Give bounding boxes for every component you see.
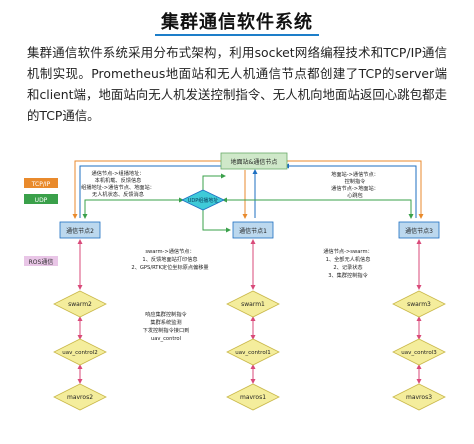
legend-udp-label: UDP [35, 197, 48, 204]
udp-link-node3 [222, 197, 414, 219]
legend-udp-swatch [24, 194, 58, 204]
note-right-top-4: 心跳包 [347, 191, 363, 199]
note-center-low-1: 响应集群控制指令 [145, 310, 187, 318]
mavros1-label: mavros1 [240, 394, 266, 401]
ground-station-label: 地面站&通信节点 [231, 158, 278, 166]
note-center-low-2: 集群系统监测 [150, 318, 181, 326]
legend-tcp-swatch [24, 178, 58, 188]
ctrl3-diamond [392, 338, 446, 366]
tcp-link-ground-node3 [285, 160, 424, 219]
note-right-mid-2: 1、全部无人机信息 [326, 255, 371, 263]
node3-label: 通信节点3 [405, 227, 433, 235]
swarm2-label: swarm2 [68, 301, 92, 308]
note-center-low-4: uav_control [151, 336, 181, 342]
note-left-top-4: 无人机状态、反馈消息 [92, 190, 144, 198]
swarm1-label: swarm1 [241, 301, 265, 308]
ctrl3-label: uav_control3 [401, 350, 437, 356]
note-right-top-1: 地面站->通信节点： [331, 170, 379, 178]
note-center-mid-2: 1、反馈地面站打印信息 [142, 255, 197, 263]
swarm3-diamond [392, 290, 446, 318]
note-center-mid-3: 2、GPS/RTK定位坐标原点偏移量 [131, 263, 208, 271]
mavros2-label: mavros2 [67, 394, 93, 401]
ctrl2-diamond [53, 338, 107, 366]
mavros3-label: mavros3 [406, 394, 432, 401]
legend-tcp-label: TCP/IP [31, 181, 51, 188]
annotations: 通信节点->组播地址： 本机机载、反馈信息 组播地址->通信节点、地面站： 无人… [81, 169, 379, 342]
node2-label: 通信节点2 [66, 227, 94, 235]
udp-link-node2 [82, 197, 184, 219]
return-link-node3-ground [284, 163, 417, 218]
ros-links [77, 239, 422, 384]
node2-box [59, 221, 101, 239]
title-underline [155, 34, 319, 36]
swarm3-label: swarm3 [407, 301, 431, 308]
ctrl2-label: uav_control2 [62, 350, 97, 356]
node1-box [232, 221, 274, 239]
intro-paragraph: 集群通信软件系统采用分布式架构，利用socket网络编程技术和TCP/IP通信机… [27, 45, 447, 123]
mavros1-diamond [226, 383, 280, 411]
note-right-top-2: 控制指令 [345, 177, 367, 185]
node1-label: 通信节点1 [239, 227, 267, 235]
note-left-top-3: 组播地址->通信节点、地面站： [81, 183, 155, 191]
note-left-top-1: 通信节点->组播地址： [92, 169, 145, 177]
legend-ros-swatch [24, 256, 58, 266]
note-right-mid-1: 通信节点->swarm： [323, 247, 372, 255]
note-right-top-3: 通信节点->地面站： [331, 184, 379, 192]
legend: TCP/IP UDP ROS通信 [24, 178, 58, 266]
ctrl1-diamond [226, 338, 280, 366]
note-center-low-3: 下发控制指令接口到 [143, 326, 190, 334]
udp-multicast-diamond [181, 189, 225, 211]
note-center-mid-1: swarm->通信节点： [145, 247, 194, 255]
ctrl1-label: uav_control1 [235, 350, 270, 356]
note-right-mid-4: 3、集群控制指令 [328, 271, 368, 279]
tcp-link-ground-node2 [72, 160, 225, 219]
return-link-node2-ground [79, 163, 226, 218]
udp-link-ground [202, 173, 226, 190]
note-right-mid-3: 2、记录状态 [333, 263, 362, 271]
page-title: 集群通信软件系统 [161, 12, 313, 33]
mavros2-diamond [53, 383, 107, 411]
legend-ros-label: ROS通信 [29, 258, 54, 266]
note-left-top-2: 本机机载、反馈信息 [95, 176, 142, 184]
udp-links [82, 173, 414, 233]
udp-link-node1 [202, 210, 231, 233]
node3-box [398, 221, 440, 239]
mavros3-diamond [392, 383, 446, 411]
ground-station-node [220, 152, 288, 170]
udp-multicast-label: UDP组播地址 [188, 197, 219, 204]
swarm1-diamond [226, 290, 280, 318]
swarm2-diamond [53, 290, 107, 318]
